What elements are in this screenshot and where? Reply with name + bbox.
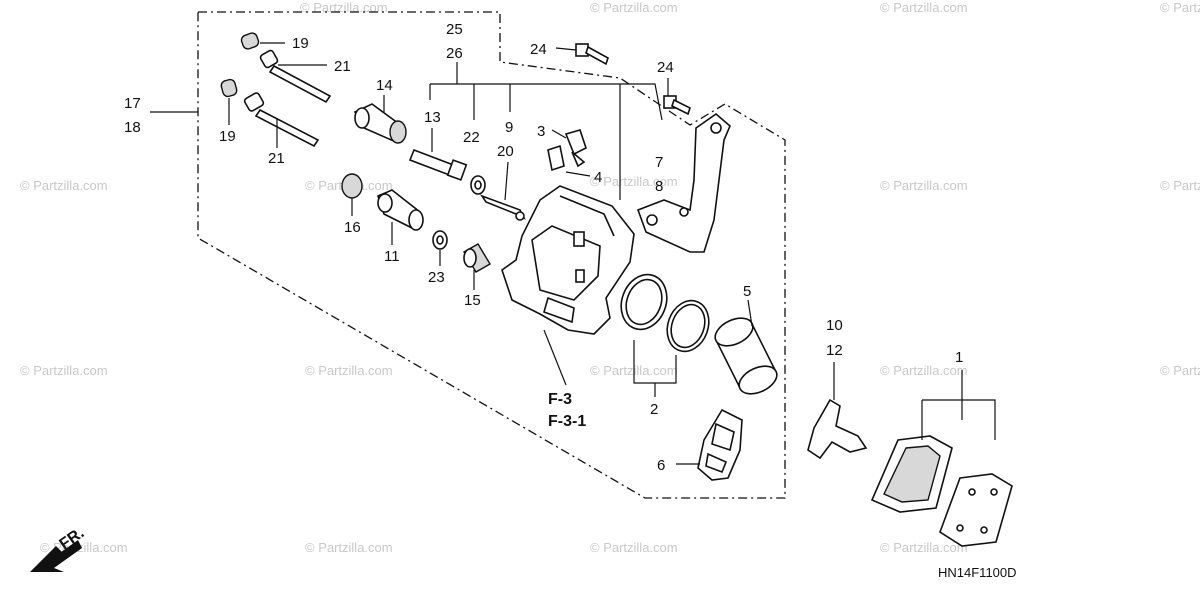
- watermarks: © Partzilla.com © Partzilla.com © Partzi…: [20, 0, 1200, 555]
- watermark: © Partzilla.com: [590, 540, 678, 555]
- watermark: © Partzilla.com: [305, 540, 393, 555]
- callout-21-upper: 21: [334, 58, 351, 75]
- bleeder-3: [564, 129, 587, 168]
- brake-pad-1a: [870, 435, 953, 513]
- leader-1: [921, 370, 996, 440]
- boot-19-lower: [220, 78, 238, 98]
- callout-24-upper: 24: [530, 41, 547, 58]
- cap-4: [547, 144, 565, 172]
- watermark: © Partzilla.com: [20, 363, 108, 378]
- callout-13: 13: [424, 109, 441, 126]
- callout-10: 10: [826, 317, 843, 334]
- brake-pad-1b: [939, 473, 1013, 547]
- callout-3: 3: [537, 123, 545, 140]
- watermark: © Partzilla.com: [880, 540, 968, 555]
- callout-20: 20: [497, 143, 514, 160]
- callout-1: 1: [955, 349, 963, 366]
- piston-seal-2b: [666, 299, 710, 353]
- callout-19-lower: 19: [219, 128, 236, 145]
- washer-23: [432, 230, 448, 250]
- callout-6: 6: [657, 457, 665, 474]
- callout-19-upper: 19: [292, 35, 309, 52]
- watermark: © Partzilla.com: [590, 174, 678, 189]
- boot-19-upper: [240, 32, 260, 50]
- pin-21-lower: [243, 92, 320, 148]
- clip-20: [479, 194, 526, 221]
- callout-21-lower: 21: [268, 150, 285, 167]
- boot-15: [463, 243, 491, 273]
- reference-f3: F-3: [548, 391, 572, 408]
- leader-2: [633, 340, 677, 397]
- callout-16: 16: [344, 219, 361, 236]
- washer-22: [470, 175, 486, 195]
- leader-5: [747, 299, 753, 327]
- callout-8: 8: [655, 178, 663, 195]
- diagram-code: HN14F1100D: [938, 565, 1017, 580]
- seal-16: [341, 173, 363, 199]
- callout-26: 26: [446, 45, 463, 62]
- leader-4: [565, 171, 591, 177]
- watermark: © Partzilla.com: [1160, 178, 1200, 193]
- watermark: © Partzilla.com: [300, 0, 388, 15]
- callout-15: 15: [464, 292, 481, 309]
- front-direction-arrow: [30, 540, 82, 572]
- callout-5: 5: [743, 283, 751, 300]
- leader-3: [551, 129, 567, 139]
- callout-12: 12: [826, 342, 843, 359]
- watermark: © Partzilla.com: [880, 178, 968, 193]
- callout-2: 2: [650, 401, 658, 418]
- leader-caliper-ref: [543, 329, 567, 386]
- watermark: © Partzilla.com: [880, 363, 968, 378]
- callout-7: 7: [655, 154, 663, 171]
- sleeve-14: [353, 103, 407, 144]
- watermark: © Partzilla.com: [880, 0, 968, 15]
- watermark: © Partzilla.com: [590, 0, 678, 15]
- callout-9: 9: [505, 119, 513, 136]
- callout-25: 25: [446, 21, 463, 38]
- callout-14: 14: [376, 77, 393, 94]
- callout-17: 17: [124, 95, 141, 112]
- callout-18: 18: [124, 119, 141, 136]
- callout-11: 11: [384, 248, 400, 265]
- assembly-frame: [197, 11, 786, 499]
- callout-22: 22: [463, 129, 480, 146]
- piston-seal-2a: [620, 273, 668, 331]
- piston-5: [714, 317, 778, 395]
- callout-24-lower: 24: [657, 59, 674, 76]
- bolt-13: [408, 148, 468, 181]
- sleeve-11: [377, 189, 424, 231]
- callout-4: 4: [594, 169, 602, 186]
- callout-23: 23: [428, 269, 445, 286]
- watermark: © Partzilla.com: [40, 540, 128, 555]
- watermark: © Partzilla.com: [20, 178, 108, 193]
- reference-f3-1: F-3-1: [548, 413, 586, 430]
- bolt-24-upper: [575, 43, 609, 66]
- watermark: © Partzilla.com: [1160, 0, 1200, 15]
- leader-25-26: [429, 62, 663, 200]
- bolt-24-lower: [663, 95, 691, 116]
- leader-20: [504, 161, 509, 201]
- caliper-bracket-7: [636, 112, 731, 253]
- pin-21-upper: [259, 49, 332, 104]
- pad-spring-6: [697, 408, 743, 481]
- caliper-body: [501, 185, 635, 335]
- pad-retainer-10-12: [807, 398, 868, 460]
- watermark: © Partzilla.com: [1160, 363, 1200, 378]
- watermark: © Partzilla.com: [305, 363, 393, 378]
- leader-24-upper: [555, 47, 577, 51]
